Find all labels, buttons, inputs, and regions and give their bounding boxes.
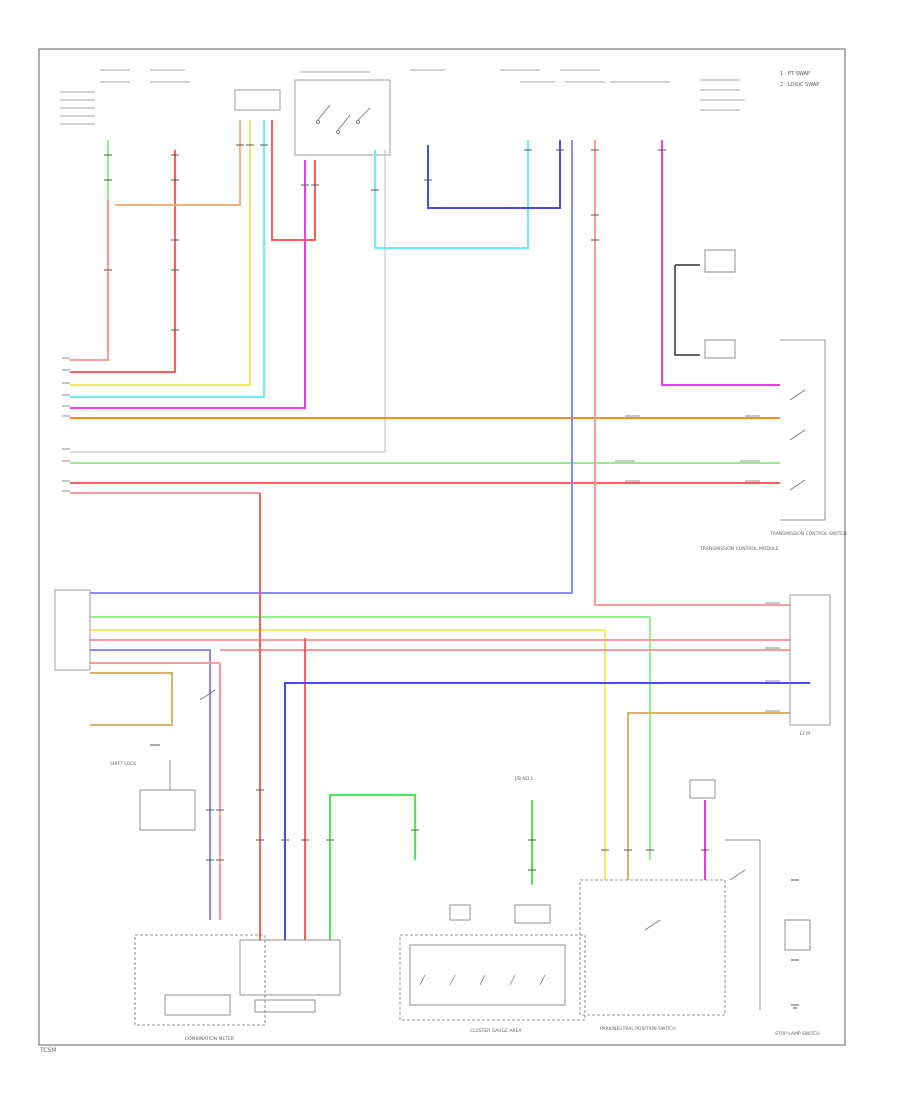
ground-symbols xyxy=(150,744,799,1009)
wire-magenta-right xyxy=(661,140,780,386)
switch-block-top xyxy=(294,79,391,156)
wire-tan-1 xyxy=(90,672,173,726)
wire-yellow-1 xyxy=(70,120,251,386)
wire-tan-2 xyxy=(627,712,790,880)
park-neutral-label: PARK/NEUTRAL POSITION SWITCH xyxy=(600,1026,676,1032)
tcm-connector-label: ECM xyxy=(800,731,810,737)
wire-black-loop xyxy=(674,265,700,356)
wire-yellow-2 xyxy=(90,629,606,880)
transmission-control-switch-label: TRANSMISSION CONTROL SWITCH xyxy=(769,531,847,537)
left-connector xyxy=(54,589,91,671)
wire-pink-3 xyxy=(90,662,221,920)
connector-ticks xyxy=(104,144,799,961)
top-header-marks xyxy=(60,69,745,125)
wire-blue-2 xyxy=(284,682,810,940)
tcm-label: TRANSMISSION CONTROL MODULE xyxy=(699,546,779,552)
wire-green-3 xyxy=(329,794,416,940)
legend-item-1: 1 : PT SWAP xyxy=(780,71,810,77)
automatic-meter-label: COMBINATION METER xyxy=(185,1036,234,1042)
tcm-connector xyxy=(789,594,831,726)
shift-lock-unit xyxy=(139,689,216,831)
wire-violet-1 xyxy=(90,140,573,594)
switch-contacts xyxy=(316,104,371,134)
combination-meter-label: CLUSTER GAUGE AREA xyxy=(470,1028,522,1034)
wire-cyan-1 xyxy=(70,120,265,398)
wires xyxy=(70,120,810,940)
junction-block-label: J/B NO.1 xyxy=(514,776,534,782)
diagram-frame xyxy=(38,48,846,1046)
wire-green-2 xyxy=(90,616,651,860)
wire-cyan-2 xyxy=(374,140,529,249)
combination-meter xyxy=(399,904,586,1021)
wire-pink-right xyxy=(594,140,790,606)
diagram-footer: TCSM xyxy=(40,1047,57,1054)
wire-label-marks xyxy=(62,357,780,712)
transmission-control-switch xyxy=(704,249,826,521)
legend-item-2: 2 : LOGIC SWAP xyxy=(780,82,819,88)
relay-connector xyxy=(234,89,281,111)
wire-violet-2 xyxy=(90,649,211,920)
stop-lamp-switch-label: STOP LAMP SWITCH xyxy=(775,1031,820,1037)
shift-lock-label: SHIFT LOCK xyxy=(110,761,137,767)
bottom-right-module xyxy=(579,779,811,1016)
wire-red-1 xyxy=(70,150,109,361)
wire-magenta-1 xyxy=(70,160,306,409)
wire-red-2 xyxy=(70,150,176,373)
wire-blue-top xyxy=(427,140,561,209)
wire-orange-top xyxy=(115,120,241,206)
bottom-left-module xyxy=(134,934,341,1026)
wire-red-loop xyxy=(271,120,316,241)
